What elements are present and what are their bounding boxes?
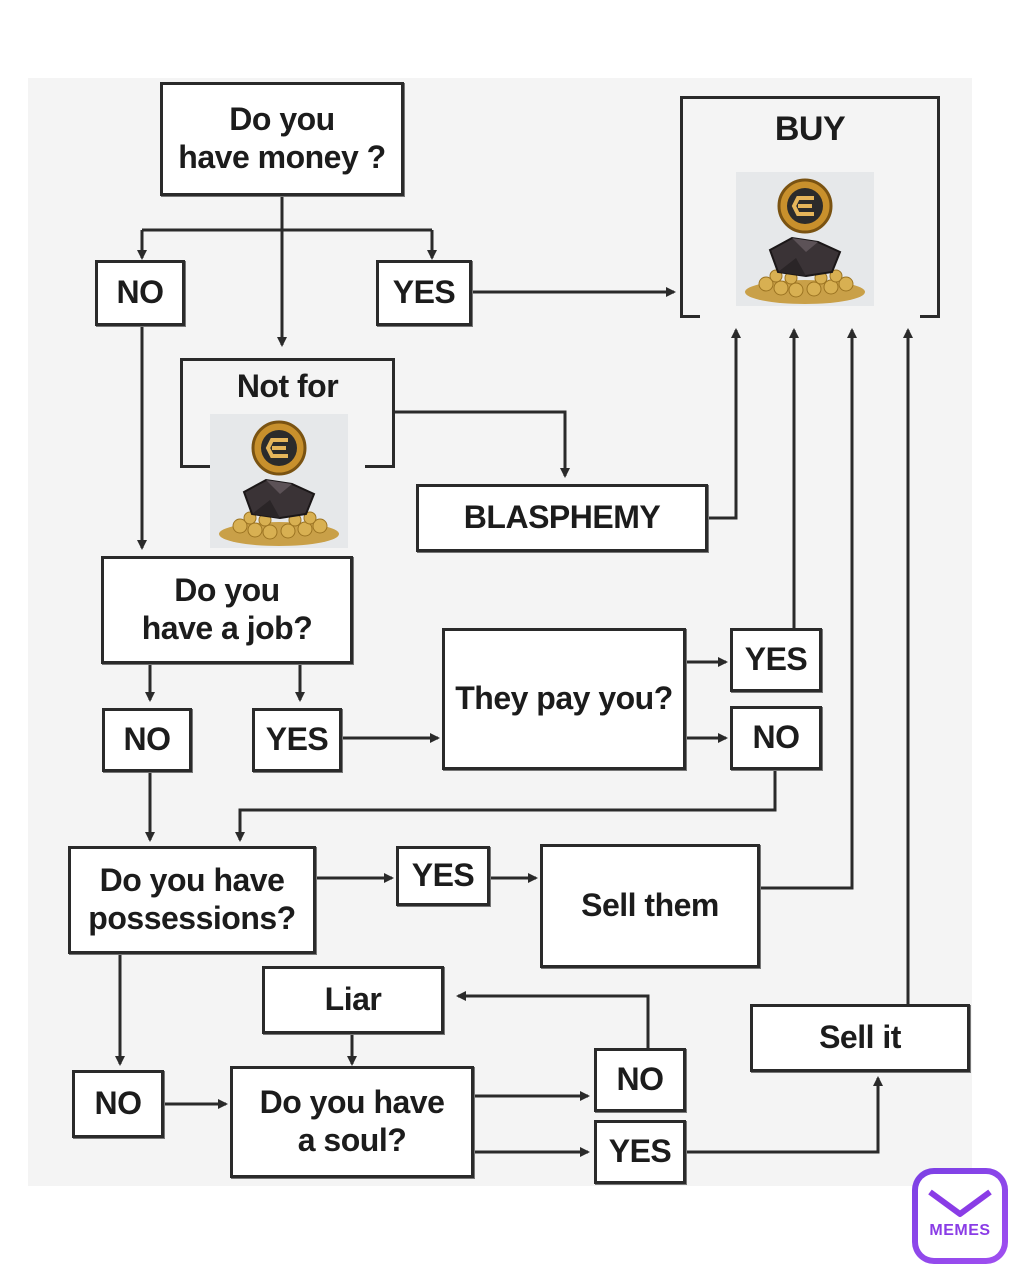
soul-no-node: NO [594,1048,686,1112]
job-yes-label: YES [265,721,329,758]
not-for-foot-left [180,465,210,468]
poss-yes-label: YES [411,857,475,894]
they-pay-label: They pay you? [455,680,673,717]
have-money-node: Do you have money ? [160,82,404,196]
poss-no-node: NO [72,1070,164,1138]
job-yes-node: YES [252,708,342,772]
have-money-label: Do you have money ? [178,101,386,175]
possessions-label: Do you have possessions? [88,862,296,936]
coin-logo-icon [777,178,833,234]
arrow-soulyes-to-sellit [686,1076,883,1154]
poss-yes-node: YES [396,846,490,906]
money-no-node: NO [95,260,185,326]
money-yes-node: YES [376,260,472,326]
arrow-soulno-to-liar [456,991,650,1048]
have-soul-node: Do you have a soul? [230,1066,474,1178]
have-soul-label: Do you have a soul? [259,1084,445,1158]
liar-label: Liar [324,981,382,1018]
have-job-node: Do you have a job? [101,556,353,664]
money-no-label: NO [116,274,165,311]
soul-yes-node: YES [594,1120,686,1184]
pay-no-node: NO [730,706,822,770]
pay-no-label: NO [752,719,801,756]
buy-box-foot-left [680,315,700,318]
liar-node: Liar [262,966,444,1034]
sell-them-node: Sell them [540,844,760,968]
blasphemy-label: BLASPHEMY [463,499,661,536]
not-for-coin-image [210,414,348,548]
job-no-node: NO [102,708,192,772]
pay-yes-node: YES [730,628,822,692]
coin-logo-icon [251,420,307,476]
not-for-foot-right [365,465,395,468]
blasphemy-node: BLASPHEMY [416,484,708,552]
memes-app-icon: MEMES [912,1168,1008,1264]
not-for-label: Not for [236,368,339,404]
arrow-payno-to-possessions [235,770,777,842]
pay-yes-label: YES [744,641,808,678]
possessions-node: Do you have possessions? [68,846,316,954]
arrow-blasphemy-to-buy [708,328,741,520]
buy-label: BUY [774,110,846,148]
they-pay-node: They pay you? [442,628,686,770]
have-job-label: Do you have a job? [141,572,313,646]
money-yes-label: YES [392,274,456,311]
job-no-label: NO [123,721,172,758]
buy-box [680,96,940,318]
sell-it-node: Sell it [750,1004,970,1072]
envelope-icon [928,1189,992,1217]
memes-watermark-text: MEMES [929,1222,991,1239]
not-for-box [180,358,395,468]
sell-them-label: Sell them [581,887,719,924]
soul-no-label: NO [616,1061,665,1098]
buy-box-foot-right [920,315,940,318]
poss-no-label: NO [94,1085,143,1122]
arrow-sellthem-to-buy [760,328,857,890]
memes-app-icon-inner: MEMES [918,1174,1002,1258]
arrow-notfor-to-blasphemy [395,410,570,478]
sell-it-label: Sell it [819,1019,901,1056]
buy-coin-image [736,172,874,306]
soul-yes-label: YES [608,1133,672,1170]
